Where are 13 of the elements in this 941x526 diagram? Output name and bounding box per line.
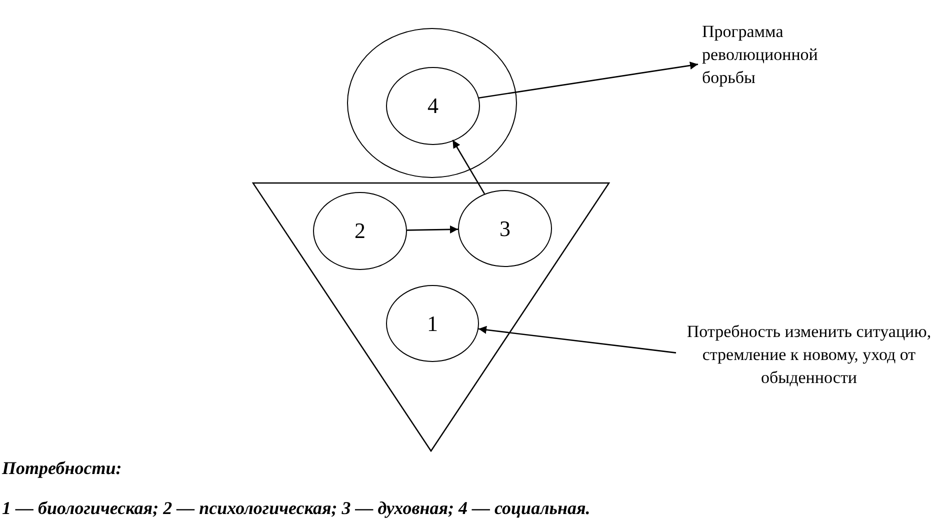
arrow	[406, 225, 458, 234]
circle-node: 3	[458, 190, 552, 267]
circle-node: 1	[386, 285, 479, 362]
circle-node: 2	[313, 192, 407, 270]
outer-circle	[347, 28, 517, 178]
arrow	[452, 140, 486, 194]
legend-text: 1 — биологическая; 2 — психологическая; 3 — духовная; 4 — социальная.	[2, 498, 590, 519]
arrow	[478, 62, 698, 99]
annotation-text: Потребность изменить ситуацию, стремление к новому, уход от обыденности	[686, 322, 932, 387]
circle-node: 4	[386, 67, 480, 145]
annotation-text: Программа революционной борьбы	[702, 22, 818, 87]
heading-text: Потребности:	[2, 458, 122, 479]
arrow	[478, 326, 676, 354]
